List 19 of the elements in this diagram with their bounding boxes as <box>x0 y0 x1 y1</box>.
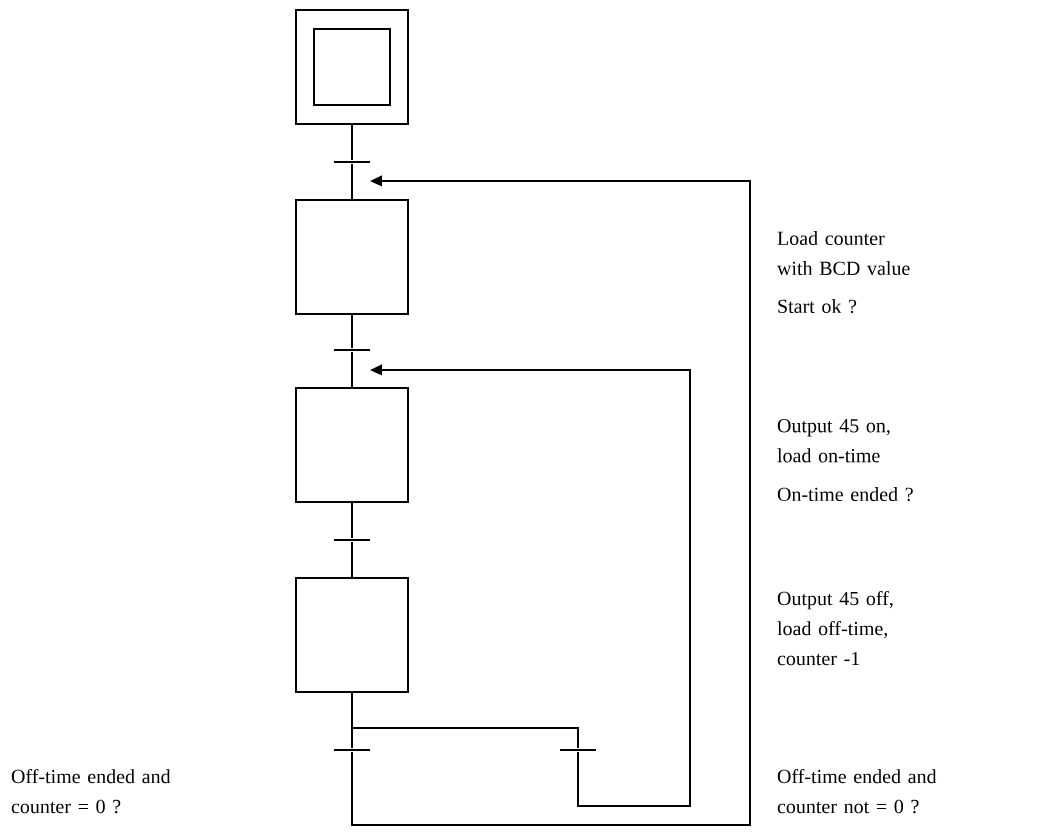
step-box <box>295 387 409 503</box>
note-text: Load counter with BCD value <box>777 231 910 276</box>
step-box <box>295 199 409 315</box>
return-arrow <box>351 175 751 826</box>
note-text: Start ok ? <box>778 299 857 314</box>
note-text: Off-time ended and counter = 0 ? <box>11 769 171 814</box>
link-line <box>351 541 353 578</box>
link-line <box>351 351 353 388</box>
link-line <box>351 163 353 200</box>
initial-step-box <box>295 9 409 125</box>
link-line <box>351 502 353 539</box>
link-line <box>351 314 353 349</box>
note-text: On-time ended ? <box>777 487 913 502</box>
note-text: Output 45 off, load off-time, counter -1 <box>777 591 893 666</box>
branch-line <box>351 692 579 749</box>
note-text: Output 45 on, load on-time <box>777 419 890 463</box>
link-line <box>351 124 353 161</box>
step-box <box>295 577 409 693</box>
note-text: Off-time ended and counter not = 0 ? <box>777 769 937 814</box>
